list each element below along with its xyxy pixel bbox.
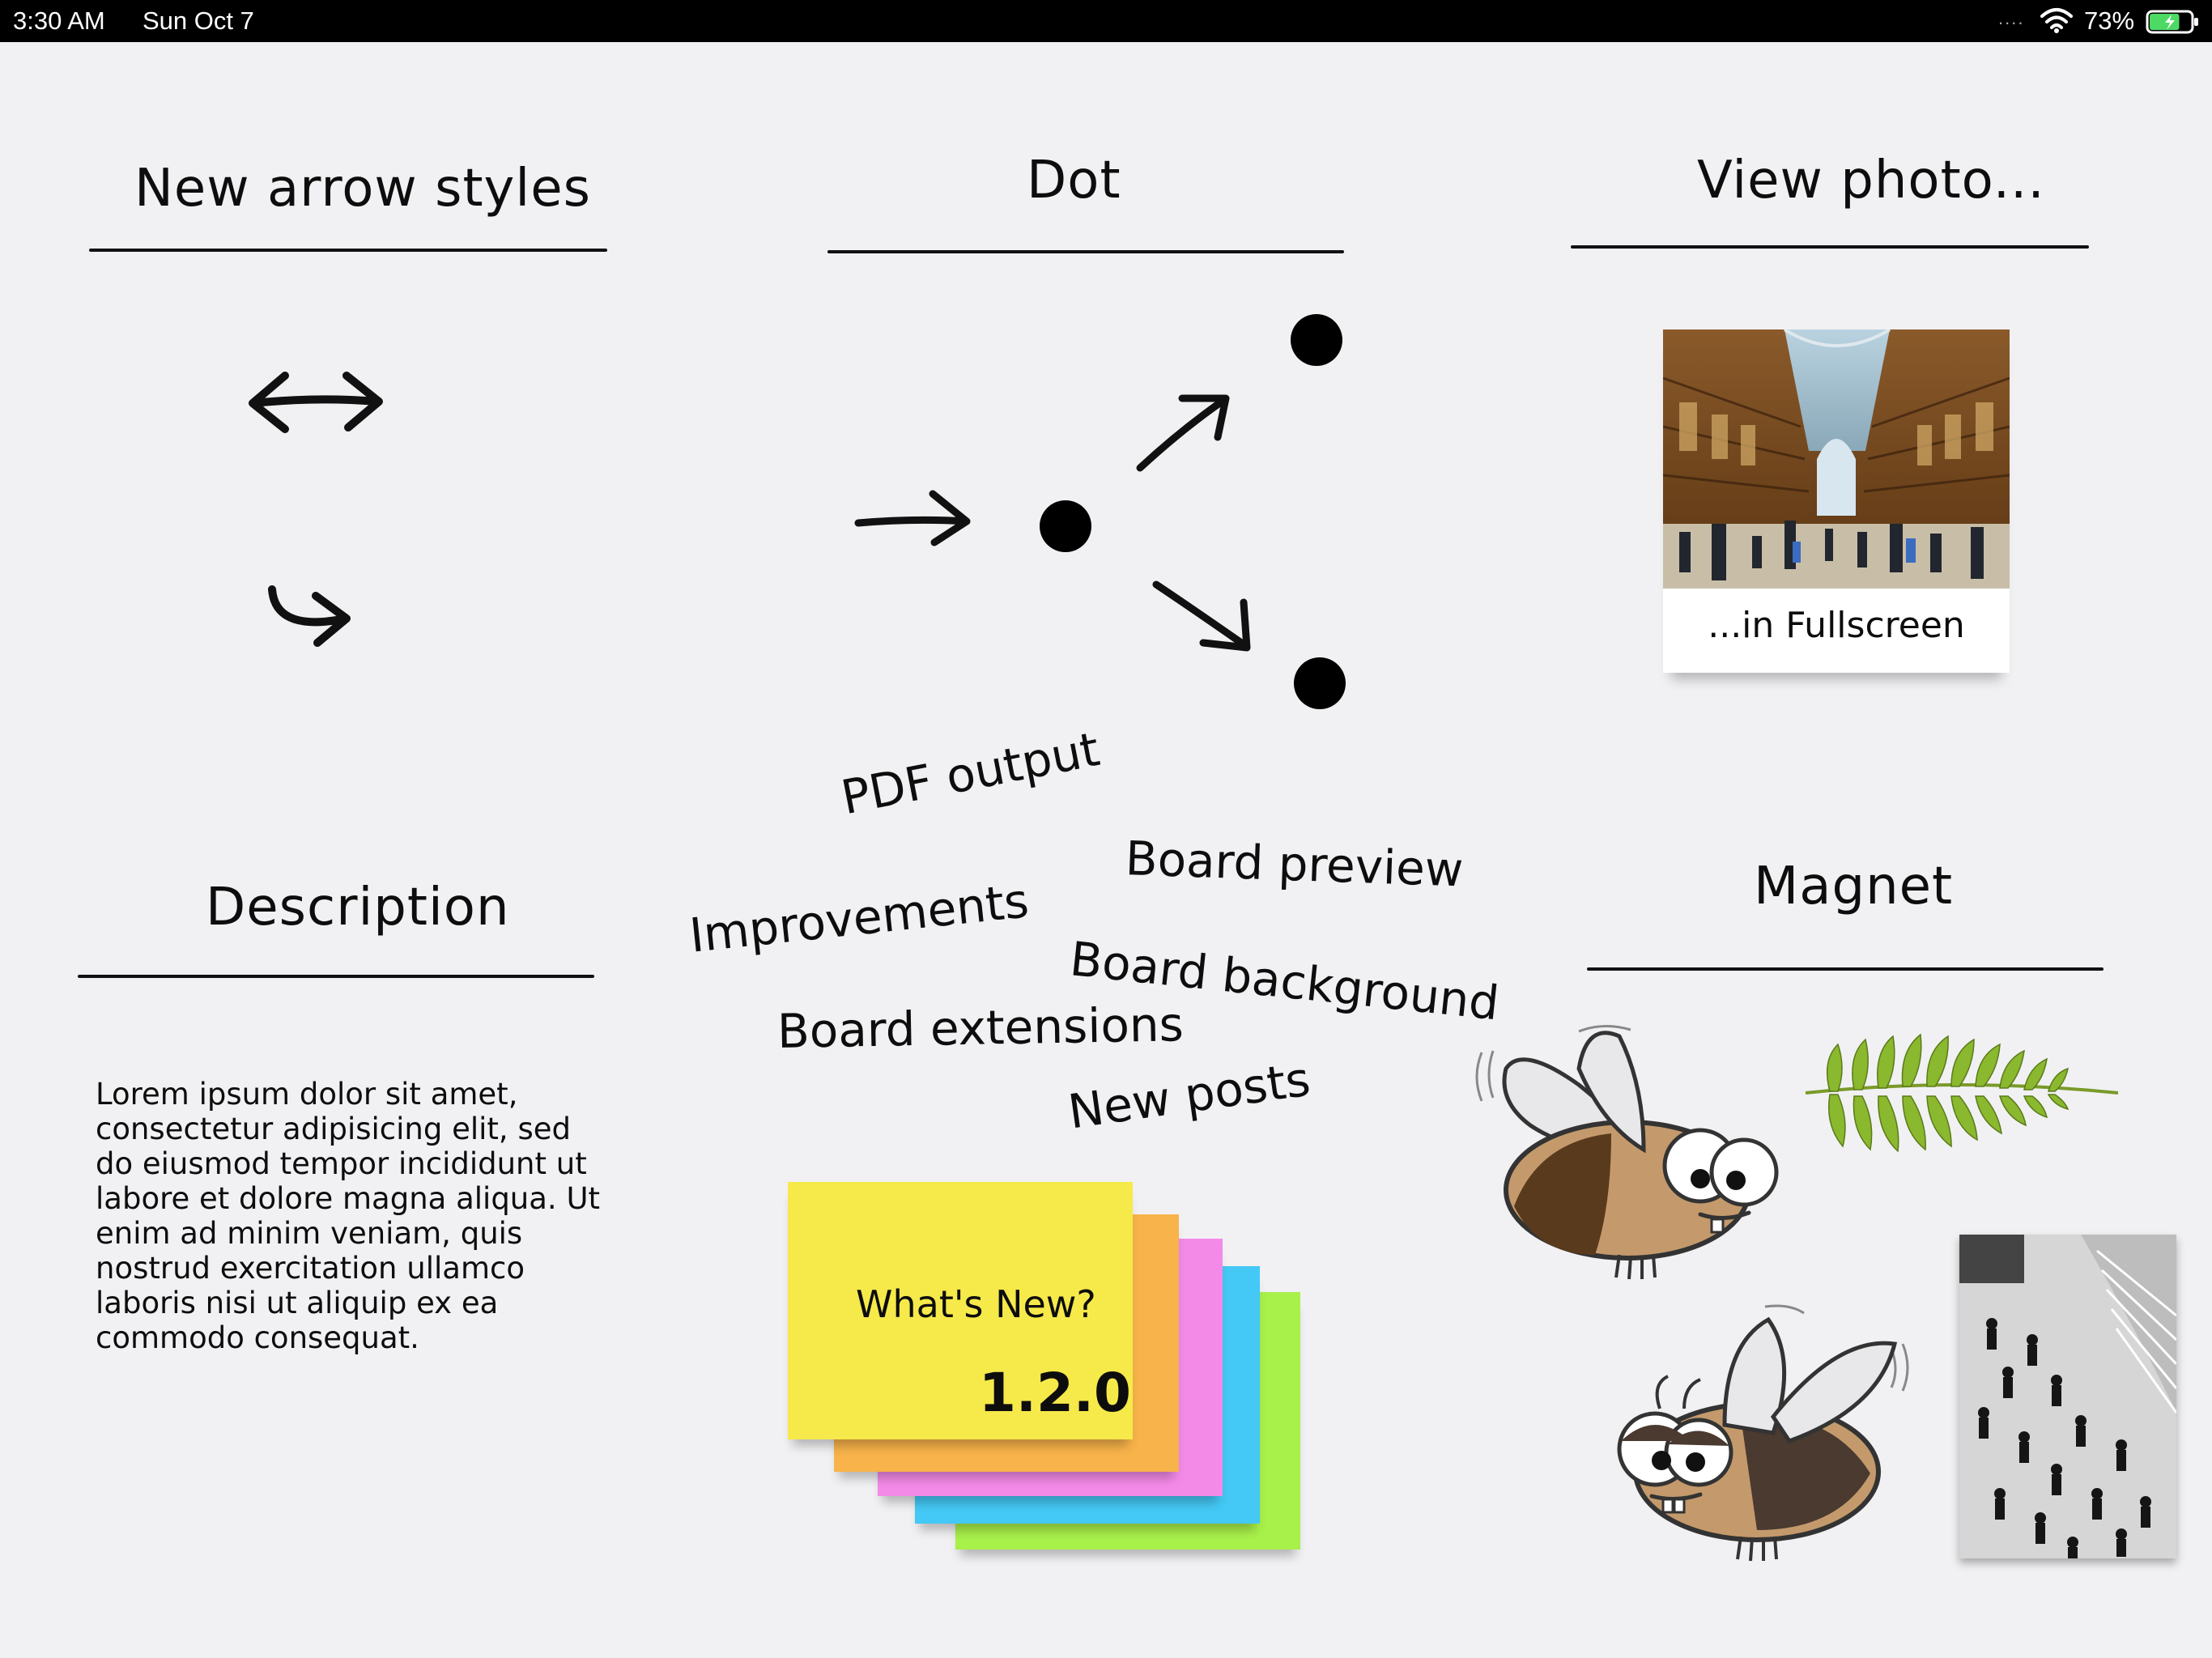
photo-title-rule [1571, 245, 2089, 249]
description-body: Lorem ipsum dolor sit amet, consectetur … [96, 1077, 601, 1355]
arrow-down-right [1152, 580, 1251, 652]
sticky-note-version: 1.2.0 [979, 1362, 1131, 1424]
gallery-photo [1663, 329, 2010, 589]
dot-section-title: Dot [1027, 151, 1121, 210]
bottom-dot [1294, 657, 1346, 709]
fern-leaf-icon[interactable] [1797, 1028, 2121, 1158]
signal-dots: .... [1998, 8, 2025, 28]
description-title-rule [78, 975, 594, 978]
double-arrow-icon [249, 372, 383, 433]
status-bar: 3:30 AM Sun Oct 7 .... 73% [0, 0, 2212, 42]
bug-icon[interactable] [1595, 1295, 1927, 1571]
feature-board-extensions: Board extensions [776, 997, 1185, 1059]
wifi-icon [2040, 6, 2073, 40]
feature-pdf-output: PDF output [836, 721, 1104, 826]
arrow-up-right [1136, 394, 1230, 472]
dot-connections-diagram [854, 314, 1346, 709]
center-dot [1040, 500, 1091, 552]
status-time: 3:30 AM [13, 6, 105, 35]
dot-title-rule [827, 250, 1344, 253]
gallery-photo-card[interactable]: ...in Fullscreen [1663, 329, 2010, 673]
feature-board-preview: Board preview [1124, 831, 1465, 898]
magnet-title-rule [1587, 967, 2104, 971]
photo-section-title: View photo... [1697, 151, 2045, 210]
feature-improvements: Improvements [687, 873, 1032, 963]
sticky-note-title: What's New? [856, 1282, 1096, 1326]
top-dot [1291, 314, 1342, 366]
arrows-title-rule [89, 249, 607, 252]
feature-new-posts: New posts [1065, 1051, 1314, 1140]
curved-arrow-icon [268, 585, 351, 647]
crowd-photo[interactable] [1959, 1235, 2176, 1558]
battery-icon [2146, 10, 2201, 40]
arrows-section-title: New arrow styles [134, 159, 591, 219]
photo-caption: ...in Fullscreen [1708, 605, 1965, 646]
description-section-title: Description [206, 878, 510, 937]
magnet-section-title: Magnet [1754, 857, 1954, 916]
arrow-to-dot [854, 490, 971, 546]
sticky-note-whats-new[interactable]: What's New? 1.2.0 [788, 1182, 1133, 1439]
battery-percent: 73% [2084, 6, 2135, 35]
bug-icon[interactable] [1457, 1020, 1797, 1295]
status-date: Sun Oct 7 [143, 6, 254, 35]
